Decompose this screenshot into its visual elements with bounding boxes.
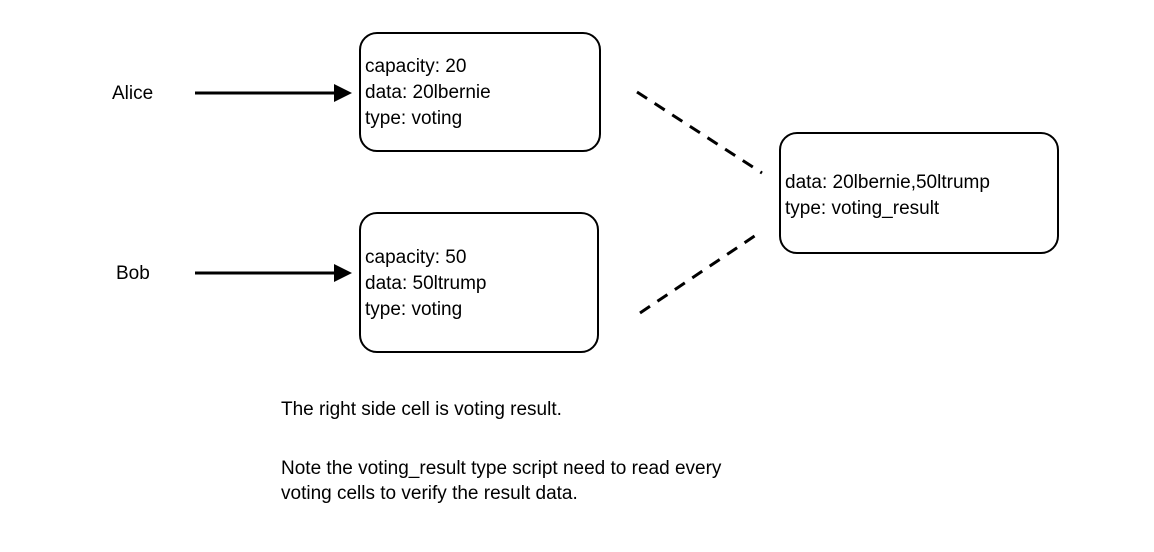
alice-cell-capacity: capacity: 20 <box>365 56 467 77</box>
alice-cell-type: type: voting <box>365 108 463 129</box>
actor-label-alice: Alice <box>112 83 154 104</box>
dashed-connector-bob-to-result <box>639 229 763 315</box>
voting-result-cell[interactable]: data: 20lbernie,50ltrump type: voting_re… <box>779 132 1059 254</box>
result-cell-type: type: voting_result <box>785 198 940 219</box>
bob-cell-data: data: 50ltrump <box>365 273 487 294</box>
bob-voting-cell[interactable]: capacity: 50 data: 50ltrump type: voting <box>359 212 599 353</box>
actor-label-bob: Bob <box>116 263 150 284</box>
dashed-connector-alice-to-result <box>636 90 763 175</box>
bob-cell-capacity: capacity: 50 <box>365 247 467 268</box>
result-cell-text-block: data: 20lbernie,50ltrump type: voting_re… <box>785 170 990 222</box>
bob-cell-text-block: capacity: 50 data: 50ltrump type: voting <box>365 245 486 323</box>
arrow-bob-to-cell <box>195 264 352 282</box>
result-cell-data: data: 20lbernie,50ltrump <box>785 172 990 193</box>
alice-cell-data: data: 20lbernie <box>365 82 491 103</box>
caption-voting-result-note: Note the voting_result type script need … <box>281 458 722 504</box>
alice-cell-text-block: capacity: 20 data: 20lbernie type: votin… <box>365 54 491 132</box>
arrow-alice-to-cell <box>195 84 352 102</box>
caption-right-side-cell: The right side cell is voting result. <box>281 399 562 420</box>
alice-voting-cell[interactable]: capacity: 20 data: 20lbernie type: votin… <box>359 32 601 152</box>
bob-cell-type: type: voting <box>365 299 463 320</box>
